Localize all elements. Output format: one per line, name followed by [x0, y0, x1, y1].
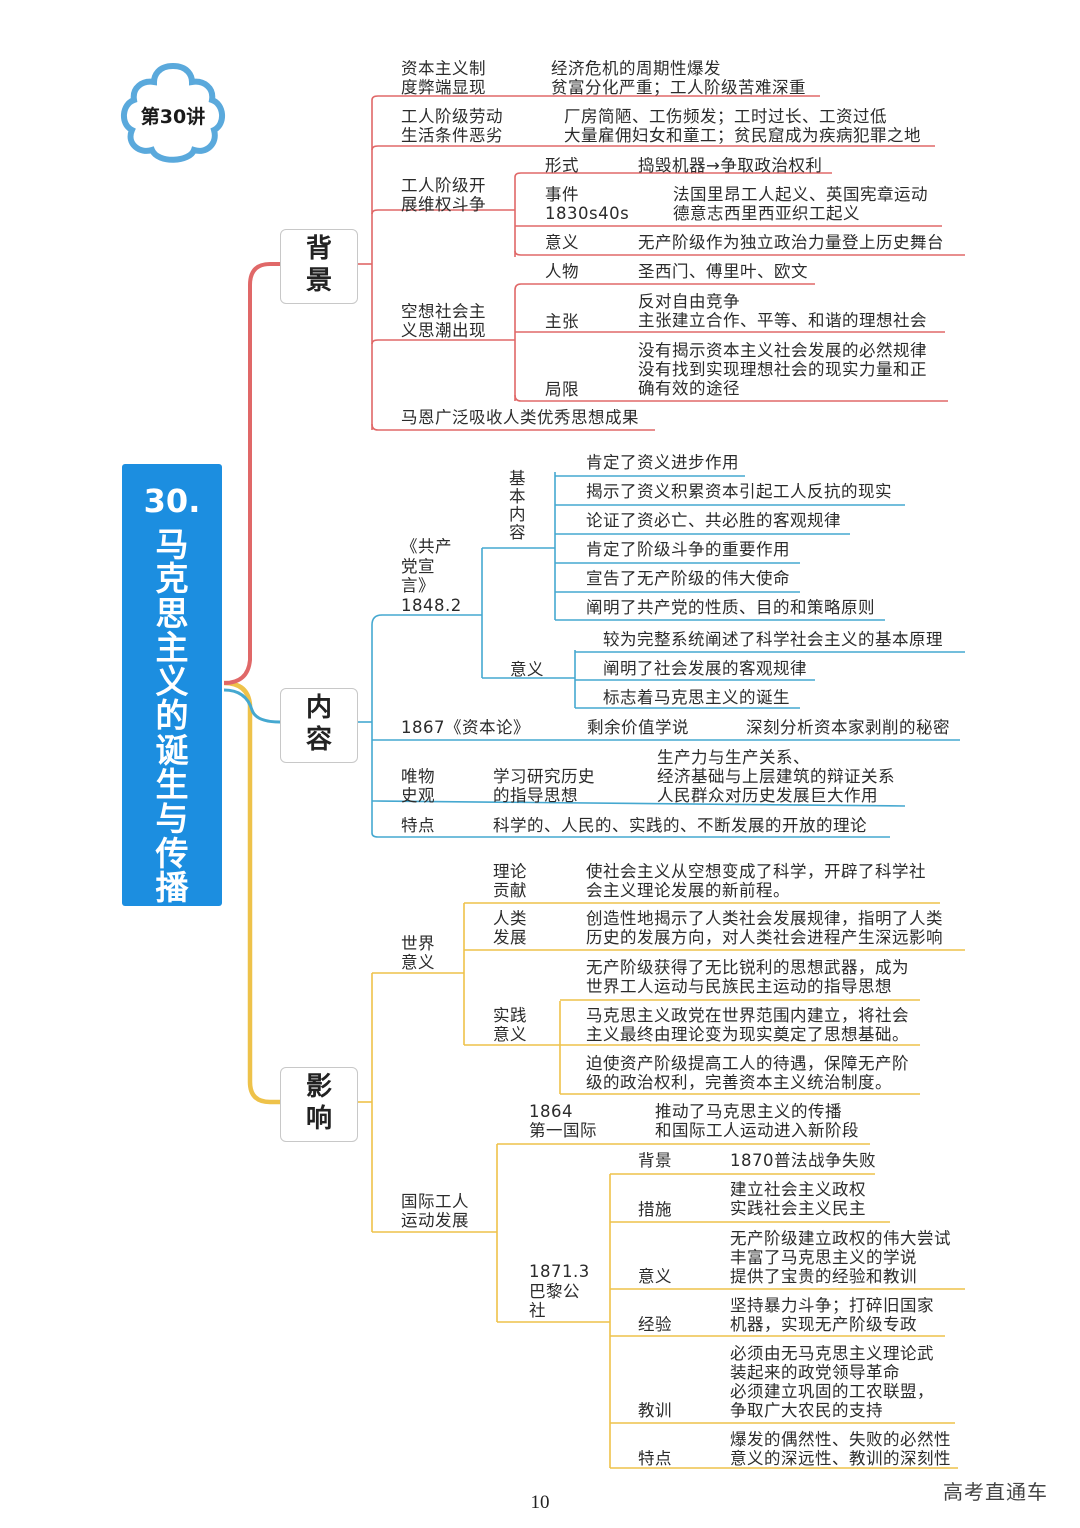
inf-paris-significance-text: 无产阶级建立政权的伟大尝试 丰富了马克思主义的学说 提供了宝贵的经验和教训 [730, 1229, 951, 1286]
ct-basic-content-item: 肯定了资义进步作用 [586, 453, 739, 472]
bg-event-label: 事件 1830s40s [545, 185, 630, 223]
ct-basic-content-item: 宣告了无产阶级的伟大使命 [586, 569, 790, 588]
bg-form-label: 形式 [545, 156, 579, 175]
inf-practice-label: 实践 意义 [493, 1006, 527, 1044]
bg-form-text: 捣毁机器→争取政治权利 [638, 156, 823, 175]
bg-significance-label: 意义 [545, 233, 579, 252]
category-influence: 影 响 [280, 1067, 358, 1142]
inf-intl-workers-movement: 国际工人 运动发展 [401, 1192, 469, 1230]
inf-practice-item-1: 无产阶级获得了无比锐利的思想武器，成为 世界工人运动与民族民主运动的指导思想 [586, 958, 909, 996]
ct-das-kapital-detail: 深刻分析资本家剥削的秘密 [746, 718, 950, 737]
inf-paris-experience-text: 坚持暴力斗争；打碎旧国家 机器，实现无产阶级专政 [730, 1296, 934, 1334]
inf-first-international-label: 1864 第一国际 [529, 1102, 597, 1140]
main-title-box: 30. 马克思主义的诞生与传播 [122, 464, 222, 906]
ct-basic-content-item: 阐明了共产党的性质、目的和策略原则 [586, 598, 875, 617]
inf-paris-measure-label: 措施 [638, 1200, 672, 1219]
inf-paris-commune-label: 1871.3 巴黎公 社 [529, 1262, 590, 1320]
ct-features-text: 科学的、人民的、实践的、不断发展的开放的理论 [493, 816, 867, 835]
bg-claim-text: 反对自由竞争 主张建立合作、平等、和谐的理想社会 [638, 292, 927, 330]
ct-das-kapital: 1867《资本论》 [401, 718, 530, 737]
ct-historical-materialism-detail: 生产力与生产关系、 经济基础与上层建筑的辩证关系 人民群众对历史发展巨大作用 [657, 748, 895, 805]
category-content: 内 容 [280, 688, 358, 763]
page-number: 10 [530, 1492, 550, 1513]
bg-people-label: 人物 [545, 262, 579, 281]
bg-capitalism-flaws-detail: 经济危机的周期性爆发 贫富分化严重；工人阶级苦难深重 [551, 59, 806, 97]
inf-human-text: 创造性地揭示了人类社会发展规律，指明了人类 历史的发展方向，对人类社会进程产生深… [586, 909, 943, 947]
ct-manifesto-significance-item: 较为完整系统阐述了科学社会主义的基本原理 [603, 630, 943, 649]
inf-paris-features-text: 爆发的偶然性、失败的必然性 意义的深远性、教训的深刻性 [730, 1430, 951, 1468]
ct-historical-materialism-mid: 学习研究历史 的指导思想 [493, 767, 595, 805]
ct-surplus-value: 剩余价值学说 [587, 718, 689, 737]
cloud-badge-shape [121, 62, 225, 163]
bg-limit-label: 局限 [545, 380, 579, 399]
bg-claim-label: 主张 [545, 312, 579, 331]
inf-theory-text: 使社会主义从空想变成了科学，开辟了科学社 会主义理论发展的新前程。 [586, 862, 926, 900]
bg-people-text: 圣西门、傅里叶、欧文 [638, 262, 808, 281]
inf-paris-lesson-label: 教训 [638, 1401, 672, 1420]
bg-working-conditions-detail: 厂房简陋、工伤频发；工时过长、工资过低 大量雇佣妇女和童工；贫民窟成为疾病犯罪之… [564, 107, 921, 145]
category-background: 背 景 [280, 229, 358, 304]
bg-rights-struggle: 工人阶级开 展维权斗争 [401, 176, 486, 214]
ct-basic-content-label: 基 本 内 容 [509, 469, 526, 542]
ct-basic-content-item: 揭示了资义积累资本引起工人反抗的现实 [586, 482, 892, 501]
bg-working-conditions: 工人阶级劳动 生活条件恶劣 [401, 107, 503, 145]
lecture-badge: 第30讲 [118, 62, 228, 166]
inf-paris-features-label: 特点 [638, 1449, 672, 1468]
title-number: 30. [143, 482, 201, 520]
inf-human-label: 人类 发展 [493, 909, 527, 947]
ct-basic-content-item: 论证了资必亡、共必胜的客观规律 [586, 511, 841, 530]
bg-utopian-socialism: 空想社会主 义思潮出现 [401, 302, 486, 340]
ct-manifesto-significance-item: 阐明了社会发展的客观规律 [603, 659, 807, 678]
inf-paris-bg-label: 背景 [638, 1151, 672, 1170]
ct-communist-manifesto: 《共产 党宣 言》 1848.2 [401, 537, 462, 615]
inf-theory-label: 理论 贡献 [493, 862, 527, 900]
lecture-number: 第30讲 [140, 106, 206, 128]
bg-limit-text: 没有揭示资本主义社会发展的必然规律 没有找到实现理想社会的现实力量和正 确有效的… [638, 341, 927, 398]
inf-practice-item-2: 马克思主义政党在世界范围内建立，将社会 主义最终由理论变为现实奠定了思想基础。 [586, 1006, 909, 1044]
inf-first-international-text: 推动了马克思主义的传播 和国际工人运动进入新阶段 [655, 1102, 859, 1140]
bg-event-text: 法国里昂工人起义、英国宪章运动 德意志西里西亚织工起义 [673, 185, 928, 223]
ct-basic-content-item: 肯定了阶级斗争的重要作用 [586, 540, 790, 559]
ct-features-label: 特点 [401, 816, 435, 835]
ct-manifesto-significance-label: 意义 [510, 660, 544, 679]
watermark: 高考直通车 [943, 1480, 1048, 1504]
bg-capitalism-flaws: 资本主义制 度弊端显现 [401, 59, 486, 97]
inf-paris-significance-label: 意义 [638, 1267, 672, 1286]
ct-historical-materialism: 唯物 史观 [401, 767, 435, 805]
inf-world-significance: 世界 意义 [401, 934, 435, 972]
bg-significance-text: 无产阶级作为独立政治力量登上历史舞台 [638, 233, 944, 252]
inf-paris-measure-text: 建立社会主义政权 实践社会主义民主 [730, 1180, 866, 1218]
inf-paris-experience-label: 经验 [638, 1315, 672, 1334]
inf-paris-bg-text: 1870普法战争失败 [730, 1151, 876, 1170]
inf-paris-lesson-text: 必须由无马克思主义理论武 装起来的政党领导革命 必须建立巩固的工农联盟， 争取广… [730, 1344, 934, 1420]
ct-manifesto-significance-item: 标志着马克思主义的诞生 [603, 688, 790, 707]
bg-marx-engels-absorb: 马恩广泛吸收人类优秀思想成果 [401, 408, 639, 427]
inf-practice-item-3: 迫使资产阶级提高工人的待遇，保障无产阶 级的政治权利，完善资本主义统治制度。 [586, 1054, 909, 1092]
title-text: 马克思主义的诞生与传播 [155, 525, 189, 907]
